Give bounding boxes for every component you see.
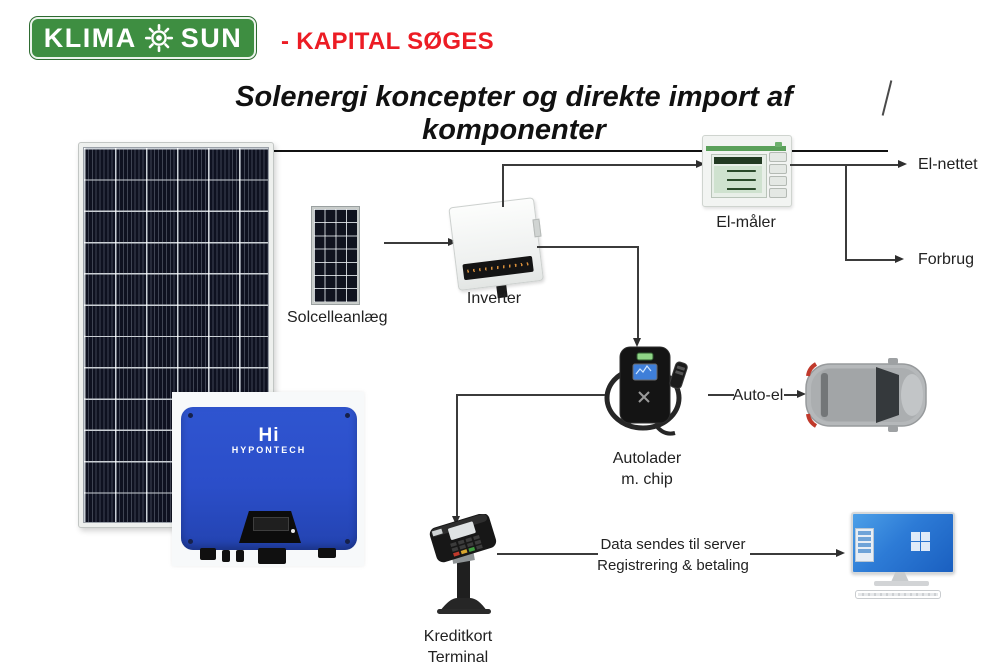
connector-server-to-monitor	[750, 553, 836, 555]
monitor-base	[874, 581, 929, 586]
hypontech-connector	[258, 548, 286, 564]
connector-autoel-right	[784, 394, 798, 396]
arrowhead-into-elnettet	[898, 160, 907, 168]
inverter-led-dots	[467, 262, 529, 273]
label-autolader-line2: m. chip	[621, 471, 673, 488]
keyboard	[855, 590, 941, 599]
hypontech-brand: HYPONTECH	[231, 445, 307, 455]
label-autolader-line1: Autolader	[612, 450, 682, 467]
connector-panel-to-inverter	[384, 242, 448, 244]
hypontech-logo: Hi	[258, 425, 280, 446]
connector-branch-to-forbrug	[845, 259, 897, 261]
connector-inverter-right	[537, 246, 638, 248]
connector-down-to-autolader	[637, 246, 639, 338]
arrowhead-into-monitor	[836, 549, 845, 557]
elmaler-display	[711, 154, 767, 198]
arrowhead-into-elmaler	[696, 160, 705, 168]
monitor-stand	[891, 572, 909, 582]
sun-icon	[144, 23, 173, 53]
windows-logo-icon	[911, 532, 930, 551]
tagline: - KAPITAL SØGES	[281, 28, 494, 55]
connector-inverter-up	[502, 165, 504, 207]
label-forbrug: Forbrug	[918, 251, 975, 268]
connector-inverter-to-elmaler	[502, 164, 698, 166]
inverter-side-tab	[532, 218, 542, 238]
label-auto-el: Auto-el	[732, 387, 784, 404]
label-kreditkort-line1: Kreditkort	[423, 628, 493, 645]
elmaler-led	[775, 142, 782, 147]
label-el-nettet: El-nettet	[918, 156, 978, 173]
solar-panel-small	[312, 207, 359, 304]
label-el-maler: El-måler	[716, 214, 776, 231]
logo-text-sun: SUN	[180, 22, 243, 53]
autolader-device	[604, 346, 688, 436]
elmaler-display-header	[714, 157, 762, 164]
car-image	[805, 358, 927, 432]
hypontech-inverter: Hi HYPONTECH	[181, 407, 357, 550]
elmaler-display-screen	[714, 166, 762, 193]
hypontech-connector	[236, 550, 244, 562]
arrowhead-into-autolader	[633, 338, 641, 347]
label-server-line1: Data sendes til server	[600, 536, 746, 553]
arrowhead-into-car	[797, 390, 806, 398]
monitor-screen	[851, 512, 955, 574]
hypontech-connector	[318, 548, 336, 558]
connector-autolader-left	[457, 394, 605, 396]
elmaler-device	[702, 135, 792, 207]
elmaler-green-band	[706, 146, 786, 151]
label-inverter: Inverter	[466, 290, 522, 307]
hypontech-connector	[200, 548, 216, 560]
arrowhead-into-terminal	[452, 516, 460, 525]
connector-branch-down	[845, 164, 847, 260]
connector-terminal-to-server-left	[497, 553, 598, 555]
elmaler-buttons	[769, 152, 787, 198]
server-monitor	[845, 503, 957, 605]
inverter-body	[448, 197, 544, 291]
label-server-line2: Registrering & betaling	[597, 557, 749, 574]
klima-sun-logo: KLIMA SUN	[30, 17, 256, 59]
label-kreditkort-line2: Terminal	[427, 649, 489, 666]
label-solcelleanlaeg: Solcelleanlæg	[287, 309, 388, 326]
hypontech-display	[239, 511, 301, 543]
hypontech-connector	[222, 550, 230, 562]
monitor-popup-window	[855, 528, 874, 562]
hypontech-card: Hi HYPONTECH	[172, 392, 364, 566]
connector-down-to-terminal	[456, 394, 458, 516]
slide-title: Solenergi koncepter og direkte import af…	[140, 81, 888, 152]
logo-text-klima: KLIMA	[43, 22, 137, 53]
arrowhead-into-forbrug	[895, 255, 904, 263]
connector-autoel-left	[708, 394, 734, 396]
kreditkort-terminal	[429, 514, 497, 614]
